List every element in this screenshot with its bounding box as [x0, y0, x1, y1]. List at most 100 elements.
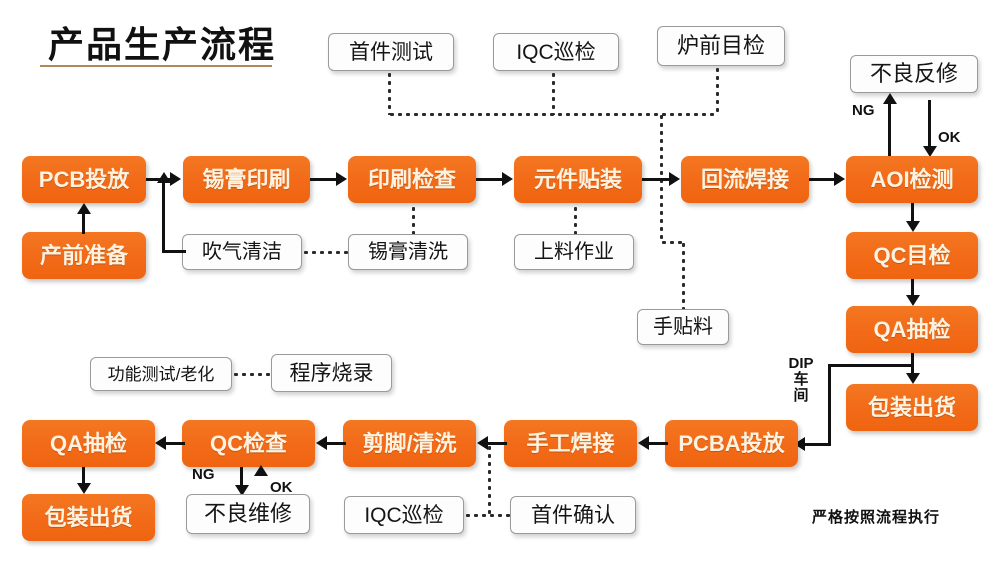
- node-label: IQC巡检: [516, 40, 596, 64]
- node-label: 功能测试/老化: [107, 364, 215, 384]
- node-iqc-patrol-btm[interactable]: IQC巡检: [344, 496, 464, 534]
- arrow-qa-to-packing-btm: [77, 483, 91, 494]
- node-air-clean[interactable]: 吹气清洁: [182, 234, 302, 270]
- node-label: QA抽检: [49, 430, 127, 456]
- arrow-qccheck-to-qa: [155, 436, 166, 450]
- arrow-qccheck-ng: [235, 485, 249, 496]
- node-rework[interactable]: 不良反修: [850, 55, 978, 93]
- line-paste-to-print: [310, 178, 338, 181]
- node-pcba-feed[interactable]: PCBA投放: [665, 420, 798, 467]
- line-reflow-to-aoi: [809, 178, 836, 181]
- node-cut-clean[interactable]: 剪脚/清洗: [343, 420, 476, 467]
- node-paste-clean[interactable]: 锡膏清洗: [348, 234, 468, 270]
- edge-label-ng-bottom: NG: [192, 466, 215, 483]
- arrow-paste-to-print: [336, 172, 347, 186]
- node-program-burn[interactable]: 程序烧录: [271, 354, 392, 392]
- node-label: QA抽检: [873, 316, 951, 342]
- node-label: IQC巡检: [364, 503, 444, 527]
- line-qccheck-to-qa: [165, 442, 185, 445]
- node-repair[interactable]: 不良维修: [186, 494, 310, 534]
- dip-label-line-2: 车: [793, 370, 809, 388]
- node-label: 剪脚/清洗: [362, 430, 457, 456]
- title-underline: [40, 65, 272, 67]
- arrow-dip-into-pcba: [794, 437, 805, 451]
- node-pcb-feed[interactable]: PCB投放: [22, 156, 146, 203]
- dip-label-line-3: 间: [793, 386, 809, 404]
- arrow-reflow-to-aoi: [834, 172, 845, 186]
- node-iqc-patrol-top[interactable]: IQC巡检: [493, 33, 619, 71]
- node-pre-oven-visual[interactable]: 炉前目检: [657, 26, 785, 66]
- arrow-print-to-mount: [502, 172, 513, 186]
- node-label: 包装出货: [867, 394, 956, 420]
- node-qa-sampling-top[interactable]: QA抽检: [846, 306, 978, 353]
- line-airclean-to-riser: [162, 250, 186, 253]
- node-label: 锡膏清洗: [368, 241, 448, 263]
- line-print-to-mount: [476, 178, 504, 181]
- node-label: QC目检: [873, 242, 951, 268]
- arrow-qcvisual-to-qa: [906, 295, 920, 306]
- line-aoi-to-qcvisual: [911, 203, 914, 223]
- node-label: 炉前目检: [676, 33, 765, 58]
- dotted-functest-to-burn: [232, 373, 272, 376]
- arrow-pcb-to-paste: [170, 172, 181, 186]
- node-reflow-solder[interactable]: 回流焊接: [681, 156, 809, 203]
- node-label: 首件测试: [349, 40, 433, 64]
- node-solder-paste[interactable]: 锡膏印刷: [183, 156, 310, 203]
- node-func-test-burnin[interactable]: 功能测试/老化: [90, 357, 232, 391]
- arrow-aoi-to-qcvisual: [906, 221, 920, 232]
- node-label: AOI检测: [870, 166, 954, 192]
- node-manual-place[interactable]: 手贴料: [637, 309, 729, 345]
- dotted-airclean-to-pasteclean: [302, 251, 348, 254]
- node-packing-ship-btm[interactable]: 包装出货: [22, 494, 155, 541]
- line-mount-to-reflow: [642, 178, 671, 181]
- node-label: 手贴料: [653, 316, 713, 338]
- node-component-mount[interactable]: 元件贴装: [514, 156, 642, 203]
- node-qc-visual[interactable]: QC目检: [846, 232, 978, 279]
- line-dip-branch-top: [828, 364, 913, 367]
- arrow-pcba-to-manualsolder: [638, 436, 649, 450]
- dotted-pre-oven-drop: [716, 66, 719, 115]
- arrow-mount-to-reflow: [669, 172, 680, 186]
- node-feeder-loading[interactable]: 上料作业: [514, 234, 634, 270]
- line-cutclean-to-qccheck: [326, 442, 346, 445]
- node-label: 元件贴装: [533, 166, 622, 192]
- node-label: 上料作业: [534, 241, 614, 263]
- edge-label-ok-bottom: OK: [270, 479, 293, 496]
- page-title: 产品生产流程: [48, 24, 277, 65]
- node-first-article[interactable]: 首件测试: [328, 33, 454, 71]
- arrow-pre-to-pcb: [77, 203, 91, 214]
- node-label: 锡膏印刷: [202, 166, 291, 192]
- node-label: PCB投放: [38, 166, 130, 192]
- arrow-airclean-into-main: [157, 172, 171, 183]
- node-label: 吹气清洁: [202, 241, 282, 263]
- dotted-manual-place-drop: [682, 241, 685, 309]
- line-aoi-ng: [888, 100, 891, 156]
- node-label: 印刷检查: [367, 166, 456, 192]
- dotted-firstarticle-riser: [488, 444, 491, 516]
- node-label: PCBA投放: [678, 430, 785, 456]
- node-qc-check[interactable]: QC检查: [182, 420, 315, 467]
- line-aoi-ok: [928, 100, 931, 148]
- node-print-inspect[interactable]: 印刷检查: [348, 156, 476, 203]
- dotted-pasteclean-to-print: [412, 205, 415, 234]
- node-packing-ship-top[interactable]: 包装出货: [846, 384, 978, 431]
- node-manual-solder[interactable]: 手工焊接: [504, 420, 637, 467]
- node-label: 首件确认: [531, 503, 615, 527]
- dip-line-label: DIP 车 间: [788, 356, 813, 404]
- edge-label-ok-top: OK: [938, 129, 961, 146]
- node-aoi-inspect[interactable]: AOI检测: [846, 156, 978, 203]
- node-first-article-confirm[interactable]: 首件确认: [510, 496, 636, 534]
- line-pcba-to-manualsolder: [648, 442, 668, 445]
- arrow-aoi-ng: [883, 93, 897, 104]
- line-qccheck-ng: [240, 467, 243, 487]
- node-label: 手工焊接: [526, 430, 615, 456]
- arrow-qccheck-ok: [254, 465, 268, 476]
- dotted-manual-place-jog: [660, 241, 684, 244]
- line-pre-to-pcb: [82, 212, 85, 234]
- edge-label-ng-top: NG: [852, 102, 875, 119]
- node-qa-sampling-btm[interactable]: QA抽检: [22, 420, 155, 467]
- node-label: 不良反修: [869, 61, 958, 86]
- arrow-aoi-ok: [923, 146, 937, 157]
- node-pre-production[interactable]: 产前准备: [22, 232, 146, 279]
